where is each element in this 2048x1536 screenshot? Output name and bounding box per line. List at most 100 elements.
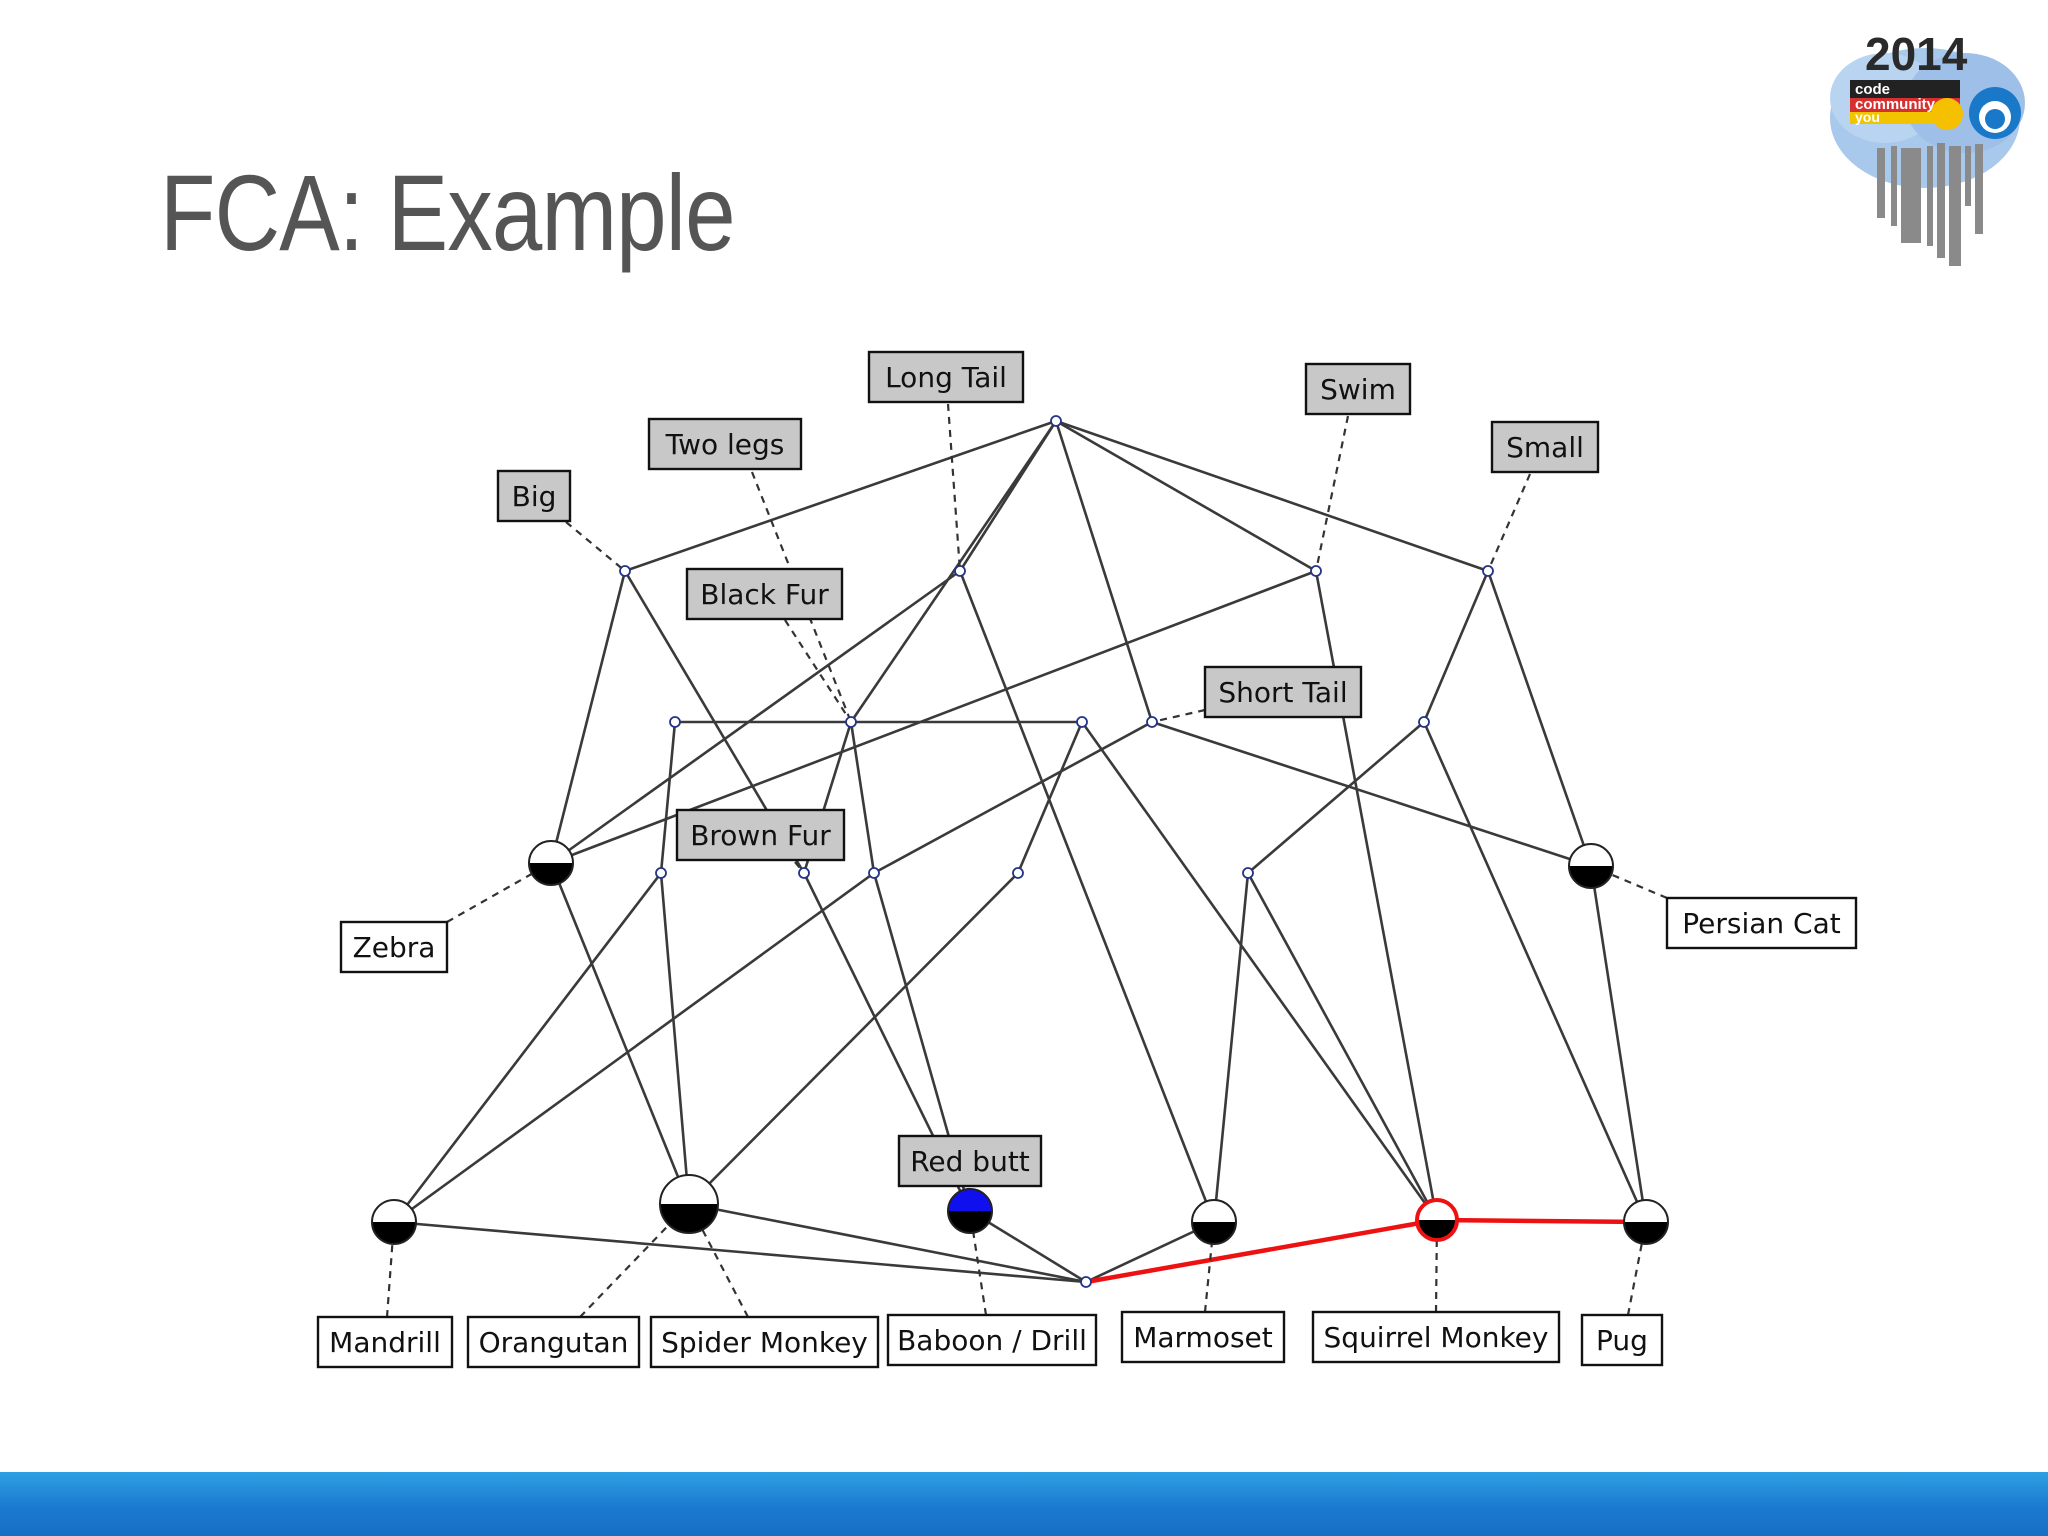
- lattice-node: [1242, 867, 1254, 879]
- lattice-node: [1310, 565, 1322, 577]
- lattice-edge: [549, 570, 627, 864]
- label-connector: [446, 862, 552, 923]
- object-label-text: Mandrill: [329, 1326, 441, 1359]
- object-node: [1623, 1199, 1669, 1245]
- lattice-edge: [849, 420, 1058, 723]
- lattice-node: [1080, 1276, 1092, 1288]
- object-label-text: Marmoset: [1133, 1321, 1273, 1354]
- lattice-edge: [549, 862, 691, 1205]
- attribute-label-text: Two legs: [665, 428, 785, 461]
- attribute-label-text: Big: [512, 480, 557, 513]
- lattice-node: [798, 867, 810, 879]
- lattice-node: [1076, 716, 1088, 728]
- attribute-label-text: Red butt: [910, 1145, 1030, 1178]
- lattice-edge: [393, 871, 875, 1224]
- object-node: [1415, 1198, 1459, 1242]
- attribute-label-short-tail: Short Tail: [1203, 665, 1363, 719]
- object-label-marmoset: Marmoset: [1120, 1310, 1286, 1364]
- lattice-edge: [1055, 419, 1489, 573]
- lattice-edge: [1246, 872, 1439, 1221]
- lattice-edge: [1422, 570, 1490, 723]
- lattice-edge: [1055, 419, 1317, 573]
- logo-line-2: community: [1855, 96, 1936, 113]
- logo-line-3: you: [1855, 109, 1880, 125]
- label-connector: [565, 521, 626, 572]
- footer-bar: [0, 1472, 2048, 1536]
- label-connector: [1314, 415, 1350, 572]
- object-label-zebra: Zebra: [339, 920, 449, 974]
- label-connector: [1486, 473, 1532, 572]
- object-label-persian-cat: Persian Cat: [1665, 896, 1858, 950]
- label-connector: [794, 861, 805, 874]
- lattice-edge: [849, 721, 876, 874]
- lattice-node: [669, 716, 681, 728]
- lattice-edge: [688, 872, 1019, 1205]
- lattice-edge: [659, 721, 677, 874]
- object-node: [371, 1199, 417, 1245]
- object-node: [947, 1188, 993, 1234]
- lattice-node: [954, 565, 966, 577]
- object-node: [659, 1174, 719, 1234]
- slide-title: FCA: Example: [160, 152, 736, 273]
- attribute-label-text: Long Tail: [885, 361, 1007, 394]
- object-label-mandrill: Mandrill: [316, 1315, 454, 1369]
- lattice-node: [655, 867, 667, 879]
- object-label-spider-monkey: Spider Monkey: [649, 1315, 880, 1369]
- lattice-node: [845, 716, 857, 728]
- object-node: [1191, 1199, 1237, 1245]
- object-label-text: Persian Cat: [1682, 907, 1841, 940]
- attribute-label-long-tail: Long Tail: [867, 350, 1025, 404]
- object-label-pug: Pug: [1580, 1313, 1664, 1367]
- object-node: [528, 840, 574, 886]
- drupalcamp-2014-logo: 2014 code community you: [1830, 28, 2025, 266]
- attribute-label-text: Black Fur: [700, 578, 829, 611]
- object-node: [1568, 843, 1614, 889]
- attribute-label-two-legs: Two legs: [647, 417, 803, 471]
- lattice-edge: [873, 720, 1153, 875]
- lattice-node: [1418, 716, 1430, 728]
- object-label-text: Orangutan: [479, 1326, 629, 1359]
- lattice-nodes: [371, 415, 1669, 1288]
- lattice-edge: [1422, 721, 1648, 1223]
- lattice-edge: [1212, 872, 1250, 1223]
- lattice-node: [868, 867, 880, 879]
- lattice-edge: [1151, 720, 1592, 868]
- lattice-edge: [659, 872, 691, 1205]
- lattice-edge: [392, 872, 663, 1223]
- highlighted-edge: [1436, 1217, 1647, 1225]
- lattice-edge: [550, 569, 961, 865]
- object-label-text: Squirrel Monkey: [1324, 1321, 1549, 1354]
- object-label-squirrel-monkey: Squirrel Monkey: [1311, 1310, 1561, 1364]
- highlighted-edge: [1085, 1217, 1438, 1285]
- attribute-label-text: Swim: [1320, 373, 1396, 406]
- object-label-orangutan: Orangutan: [466, 1315, 641, 1369]
- lattice-edge: [1085, 1220, 1215, 1284]
- lattice-node: [1482, 565, 1494, 577]
- lattice-node: [1050, 415, 1062, 427]
- object-label-text: Zebra: [353, 931, 436, 964]
- attribute-label-red-butt: Red butt: [897, 1134, 1043, 1188]
- lattice-node: [1146, 716, 1158, 728]
- attribute-label-small: Small: [1490, 420, 1600, 474]
- sun-icon: [1931, 98, 1963, 130]
- logo-line-1: code: [1855, 81, 1890, 98]
- label-connector: [1434, 1219, 1439, 1313]
- lattice-edge: [1589, 865, 1648, 1223]
- label-connector: [968, 1210, 988, 1316]
- attribute-label-text: Brown Fur: [690, 819, 831, 852]
- lattice-node: [619, 565, 631, 577]
- attribute-label-text: Short Tail: [1218, 676, 1347, 709]
- label-connector: [1203, 1221, 1216, 1313]
- lattice-edge: [1486, 570, 1593, 867]
- lattice-edge: [1247, 721, 1425, 874]
- object-label-text: Baboon / Drill: [897, 1324, 1087, 1357]
- object-label-text: Pug: [1596, 1324, 1648, 1357]
- attribute-label-big: Big: [496, 469, 572, 523]
- attribute-label-brown-fur: Brown Fur: [675, 808, 846, 862]
- attribute-label-swim: Swim: [1304, 362, 1412, 416]
- logo-year: 2014: [1865, 28, 1968, 80]
- lattice-edge: [1080, 721, 1439, 1221]
- logo-word-cloud: [1877, 143, 1983, 266]
